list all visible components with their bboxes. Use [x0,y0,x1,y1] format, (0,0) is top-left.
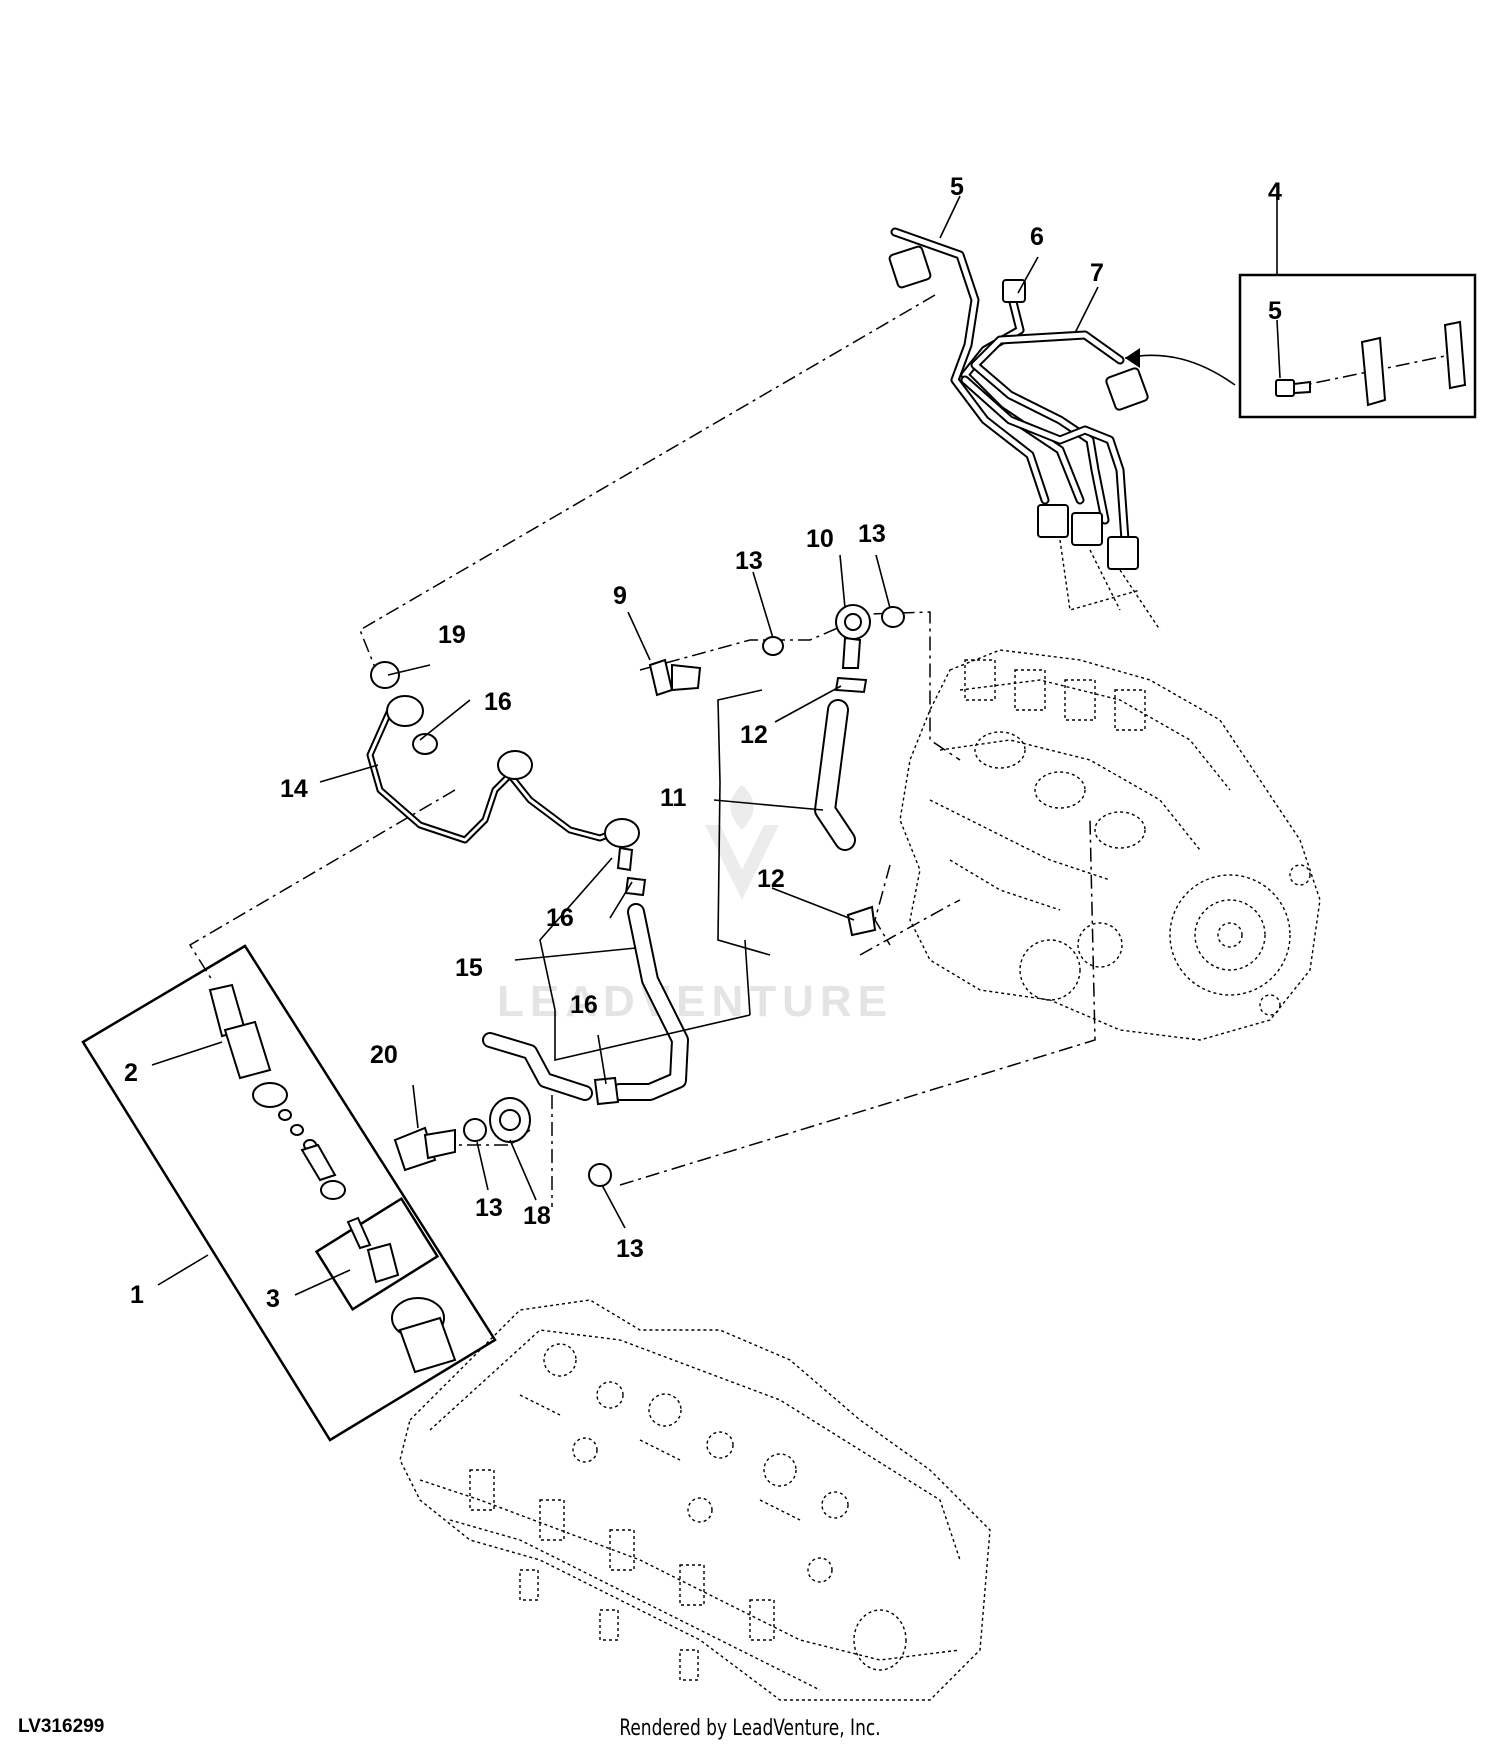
callout-5: 5 [1268,297,1282,325]
injector-assembly-box [81,944,497,1442]
clamp-kit-box [1238,273,1477,419]
render-credit: Rendered by LeadVenture, Inc. [619,1716,881,1741]
callout-3: 3 [266,1285,280,1313]
callout-12a: 12 [740,721,768,749]
callout-numbers: 5 6 7 4 5 9 13 10 13 12 11 12 19 16 14 1… [124,173,1282,1313]
clamp-kit-parts [1275,320,1467,407]
callout-6: 5 [950,173,964,201]
callout-16b: 16 [570,991,598,1019]
callout-19: 19 [438,621,466,649]
callout-17: 16 [484,688,512,716]
callout-7: 6 [1030,223,1044,251]
leak-off-hose [593,903,689,1106]
figure-id: LV316299 [18,1716,105,1737]
cylinder-head-outline [399,1299,991,1701]
watermark-text: LEADVENTURE [497,977,893,1026]
fuel-injection-lines [888,227,1161,631]
callout-2: 2 [124,1059,138,1087]
leader-lines [151,195,1281,1296]
fitting-group-upper [648,604,905,697]
callout-13a: 13 [735,547,763,575]
callout-13b: 13 [858,520,886,548]
leak-off-line [366,661,647,897]
return-hose [814,699,877,937]
injection-pump-outline [899,649,1321,1041]
callout-4: 4 [1268,178,1282,206]
callout-20: 20 [370,1041,398,1069]
callout-10: 10 [806,525,834,553]
banjo-fitting-assembly [393,1032,612,1187]
arrow-head [1125,348,1140,368]
leadventure-watermark: LEADVENTURE [497,785,893,1026]
callout-13c: 13 [475,1194,503,1222]
callout-1: 1 [130,1281,144,1309]
callout-13d: 13 [616,1235,644,1263]
callout-14: 14 [280,775,308,803]
callout-11: 11 [660,784,687,812]
assembly-connection-lines [188,294,1096,1207]
callout-9: 9 [613,582,627,610]
callout-18: 18 [523,1202,551,1230]
callout-12b: 12 [757,865,785,893]
callout-8: 7 [1090,259,1104,287]
injector-parts [208,983,457,1374]
callout-15: 15 [455,954,483,982]
callout-16a: 16 [546,904,574,932]
